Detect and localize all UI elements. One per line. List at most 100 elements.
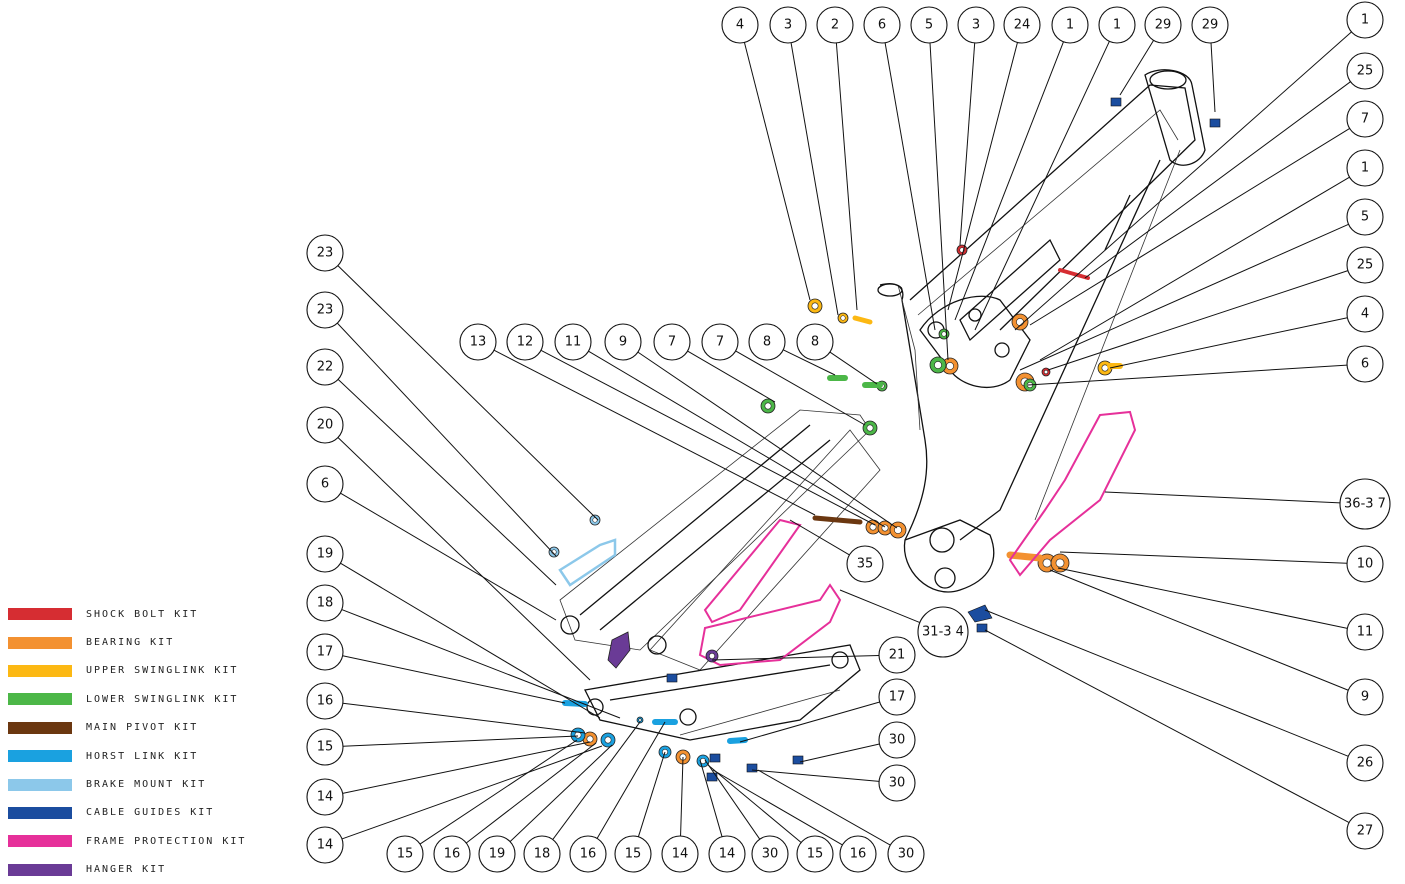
leader-line — [337, 265, 599, 521]
legend-swatch — [8, 835, 72, 848]
leader-line — [1014, 31, 1352, 331]
callout-bubble: 29 — [1144, 6, 1182, 44]
callout-bubble: 16 — [433, 835, 471, 873]
leader-line — [342, 702, 586, 734]
bolt-part — [727, 737, 748, 744]
callout-circle — [306, 633, 344, 671]
callout-number: 25 — [1357, 64, 1374, 79]
callout-number: 27 — [1357, 824, 1374, 839]
callout-circle — [1346, 149, 1384, 187]
callout-bubble: 9 — [604, 323, 642, 361]
callout-bubble: 24 — [1003, 6, 1041, 44]
leader-line — [1210, 42, 1216, 113]
callout-circle — [1346, 345, 1384, 383]
callout-circle — [604, 323, 642, 361]
leader-line — [419, 739, 578, 845]
callout-number: 35 — [857, 557, 874, 572]
callout-number: 16 — [580, 847, 597, 862]
leader-line — [1109, 317, 1348, 369]
bearing-bore — [894, 526, 902, 534]
pivot-hole — [647, 635, 667, 655]
frame-outline — [877, 283, 903, 297]
callout-number: 19 — [489, 847, 506, 862]
legend-label: HANGER KIT — [86, 864, 167, 876]
callout-circle — [1003, 6, 1041, 44]
callout-circle — [306, 291, 344, 329]
legend-label: UPPER SWINGLINK KIT — [86, 665, 239, 677]
callout-circle — [523, 835, 561, 873]
legend-item-frame-protection-kit: FRAME PROTECTION KIT — [8, 827, 268, 855]
callout-circle — [1346, 545, 1384, 583]
callout-number: 4 — [736, 18, 744, 33]
callout-circle — [796, 323, 834, 361]
callout-circle — [306, 682, 344, 720]
legend-swatch — [8, 664, 72, 677]
callout-circle — [957, 6, 995, 44]
callout-bubble: 6 — [1346, 345, 1384, 383]
bearing-bore — [811, 302, 819, 310]
legend-label: HORST LINK KIT — [86, 750, 199, 762]
leader-line — [947, 42, 1018, 311]
legend-swatch — [8, 721, 72, 734]
callout-circle — [554, 323, 592, 361]
cable-guide-part — [746, 763, 758, 773]
leader-line — [712, 769, 843, 846]
leader-line — [757, 769, 891, 846]
callout-bubble: 19 — [478, 835, 516, 873]
bearing-bore — [934, 361, 942, 369]
legend-item-cable-guides-kit: CABLE GUIDES KIT — [8, 799, 268, 827]
callout-number: 7 — [668, 335, 676, 350]
callout-bubble: 30 — [751, 835, 789, 873]
leader-line — [799, 743, 880, 763]
bearing-bore — [1043, 369, 1049, 375]
callout-number: 8 — [763, 335, 771, 350]
leader-line — [493, 349, 816, 516]
callout-number: 6 — [321, 477, 329, 492]
callout-circle — [721, 6, 759, 44]
leader-line — [687, 350, 776, 403]
callout-circle — [748, 323, 786, 361]
callout-circle — [1346, 100, 1384, 138]
legend-item-horst-link-kit: HORST LINK KIT — [8, 742, 268, 770]
callout-circle — [1346, 246, 1384, 284]
callout-circle — [846, 545, 884, 583]
pivot-hole — [586, 698, 604, 716]
bearing-bore — [638, 718, 642, 722]
callout-bubble: 2 — [816, 6, 854, 44]
legend-label: BRAKE MOUNT KIT — [86, 779, 207, 791]
callout-number: 12 — [517, 335, 534, 350]
callout-bubble: 8 — [748, 323, 786, 361]
leader-line — [984, 629, 1350, 824]
callout-bubble: 25 — [1346, 246, 1384, 284]
callout-bubble: 30 — [878, 764, 916, 802]
leader-line — [509, 744, 613, 842]
leader-line — [336, 322, 557, 557]
leader-line — [540, 349, 876, 526]
callout-number: 7 — [716, 335, 724, 350]
callout-circle — [1144, 6, 1182, 44]
callout-number: 21 — [889, 648, 906, 663]
callout-circle — [839, 835, 877, 873]
callout-circle — [1339, 478, 1391, 530]
legend-item-shock-bolt-kit: SHOCK BOLT KIT — [8, 600, 268, 628]
callout-circle — [478, 835, 516, 873]
leader-line — [588, 350, 886, 528]
callout-circle — [1346, 52, 1384, 90]
callout-bubble: 11 — [1346, 613, 1384, 651]
bearing-bore — [869, 523, 877, 531]
callout-number: 2 — [831, 18, 839, 33]
callout-bubble: 36-3 7 — [1339, 478, 1391, 530]
callout-number: 16 — [850, 847, 867, 862]
bolt-part — [1058, 268, 1090, 280]
callout-number: 10 — [1357, 557, 1374, 572]
callout-number: 15 — [317, 740, 334, 755]
callout-number: 15 — [807, 847, 824, 862]
cable-guide-part — [706, 772, 718, 782]
callout-circle — [878, 678, 916, 716]
callout-circle — [878, 721, 916, 759]
callout-bubble: 18 — [306, 584, 344, 622]
frame-outline — [1144, 69, 1206, 166]
callout-circle — [1346, 678, 1384, 716]
